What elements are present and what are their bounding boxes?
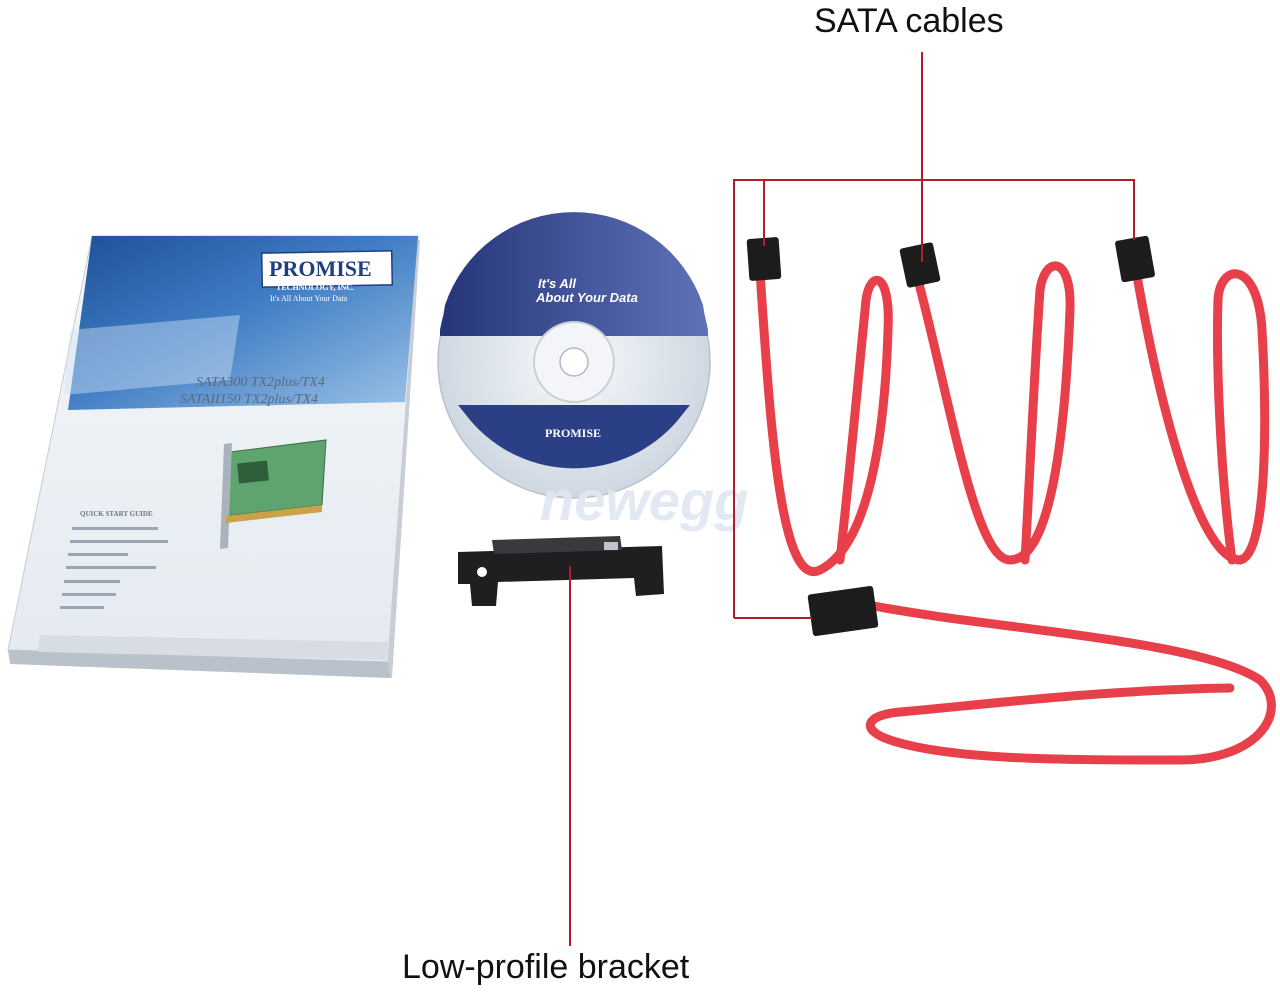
manual-brand: PROMISE [269, 256, 372, 281]
manual-model-line1: SATA300 TX2plus/TX4 [196, 375, 325, 390]
low-profile-bracket-label: Low-profile bracket [402, 948, 690, 986]
cd-headline-1: It's All [538, 276, 576, 291]
newegg-watermark: newegg [540, 469, 748, 532]
pci-card-illustration [220, 439, 327, 549]
cd-headline-2: About Your Data [535, 290, 638, 305]
cd-brand: PROMISE [545, 426, 601, 440]
driver-cd: It's All About Your Data PROMISE [437, 212, 711, 499]
callout-leader-lines [569, 52, 1135, 946]
manual-tagline: It's All About Your Data [270, 294, 348, 303]
manual-model-line2: SATAII150 TX2plus/TX4 [180, 392, 318, 407]
sata-connectors [746, 235, 1155, 637]
sata-cables [755, 261, 1276, 765]
quick-start-manual: PROMISE TECHNOLOGY, INC. It's All About … [7, 235, 420, 678]
manual-contents-list [60, 527, 168, 609]
manual-guide-title: QUICK START GUIDE [80, 510, 153, 518]
sata-cables-label: SATA cables [814, 2, 1004, 40]
low-profile-bracket [458, 536, 664, 606]
manual-brand-sub: TECHNOLOGY, INC. [276, 283, 354, 292]
